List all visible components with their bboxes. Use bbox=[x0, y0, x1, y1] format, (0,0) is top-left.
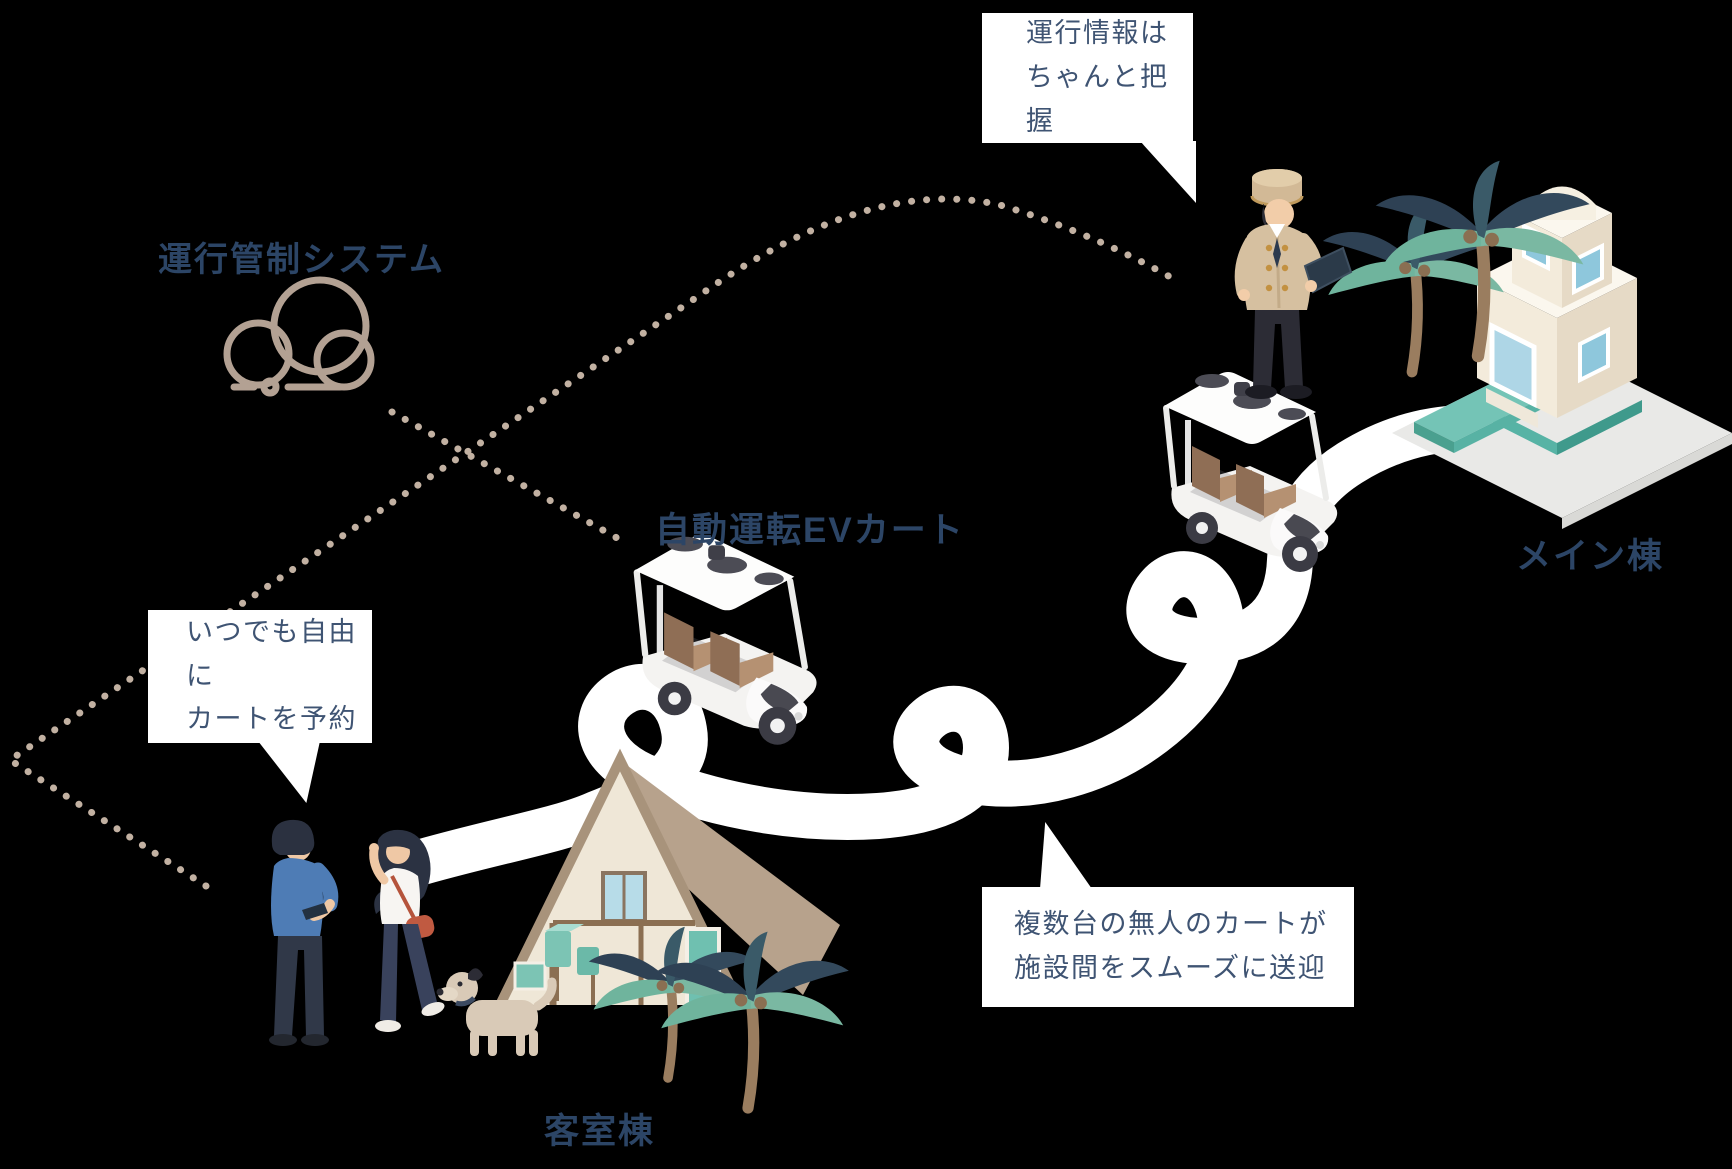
speech-bubble-reserve-cart: いつでも自由に カートを予約 bbox=[148, 610, 372, 743]
speech-bubble-shuttle-info: 複数台の無人のカートが 施設間をスムーズに送迎 bbox=[982, 887, 1354, 1007]
bubble-line: カートを予約 bbox=[186, 704, 357, 735]
bubble-line: いつでも自由に bbox=[186, 616, 357, 691]
bubble-line: 運行情報は bbox=[1026, 18, 1169, 49]
guest-building-label: 客室棟 bbox=[544, 1112, 656, 1151]
speech-bubble-operation-info: 運行情報は ちゃんと把握 bbox=[982, 13, 1193, 143]
dotted-line-cloud-to-cart bbox=[388, 408, 630, 547]
dotted-connector-lines bbox=[3, 195, 1176, 890]
main-building-label: メイン棟 bbox=[1516, 537, 1665, 576]
system-title: 運行管制システム bbox=[158, 241, 445, 279]
bubble-line: ちゃんと把握 bbox=[1026, 62, 1169, 136]
cloud-icon bbox=[223, 276, 375, 397]
dog-icon bbox=[436, 968, 557, 1056]
staff-icon bbox=[1234, 169, 1353, 399]
road-path bbox=[399, 405, 1487, 885]
bubble-line: 施設間をスムーズに送迎 bbox=[1014, 953, 1327, 983]
bubble-line: 複数台の無人のカートが bbox=[1014, 909, 1328, 940]
couple-icon bbox=[269, 819, 445, 1046]
ev-cart-label: 自動運転EVカート bbox=[655, 511, 965, 550]
